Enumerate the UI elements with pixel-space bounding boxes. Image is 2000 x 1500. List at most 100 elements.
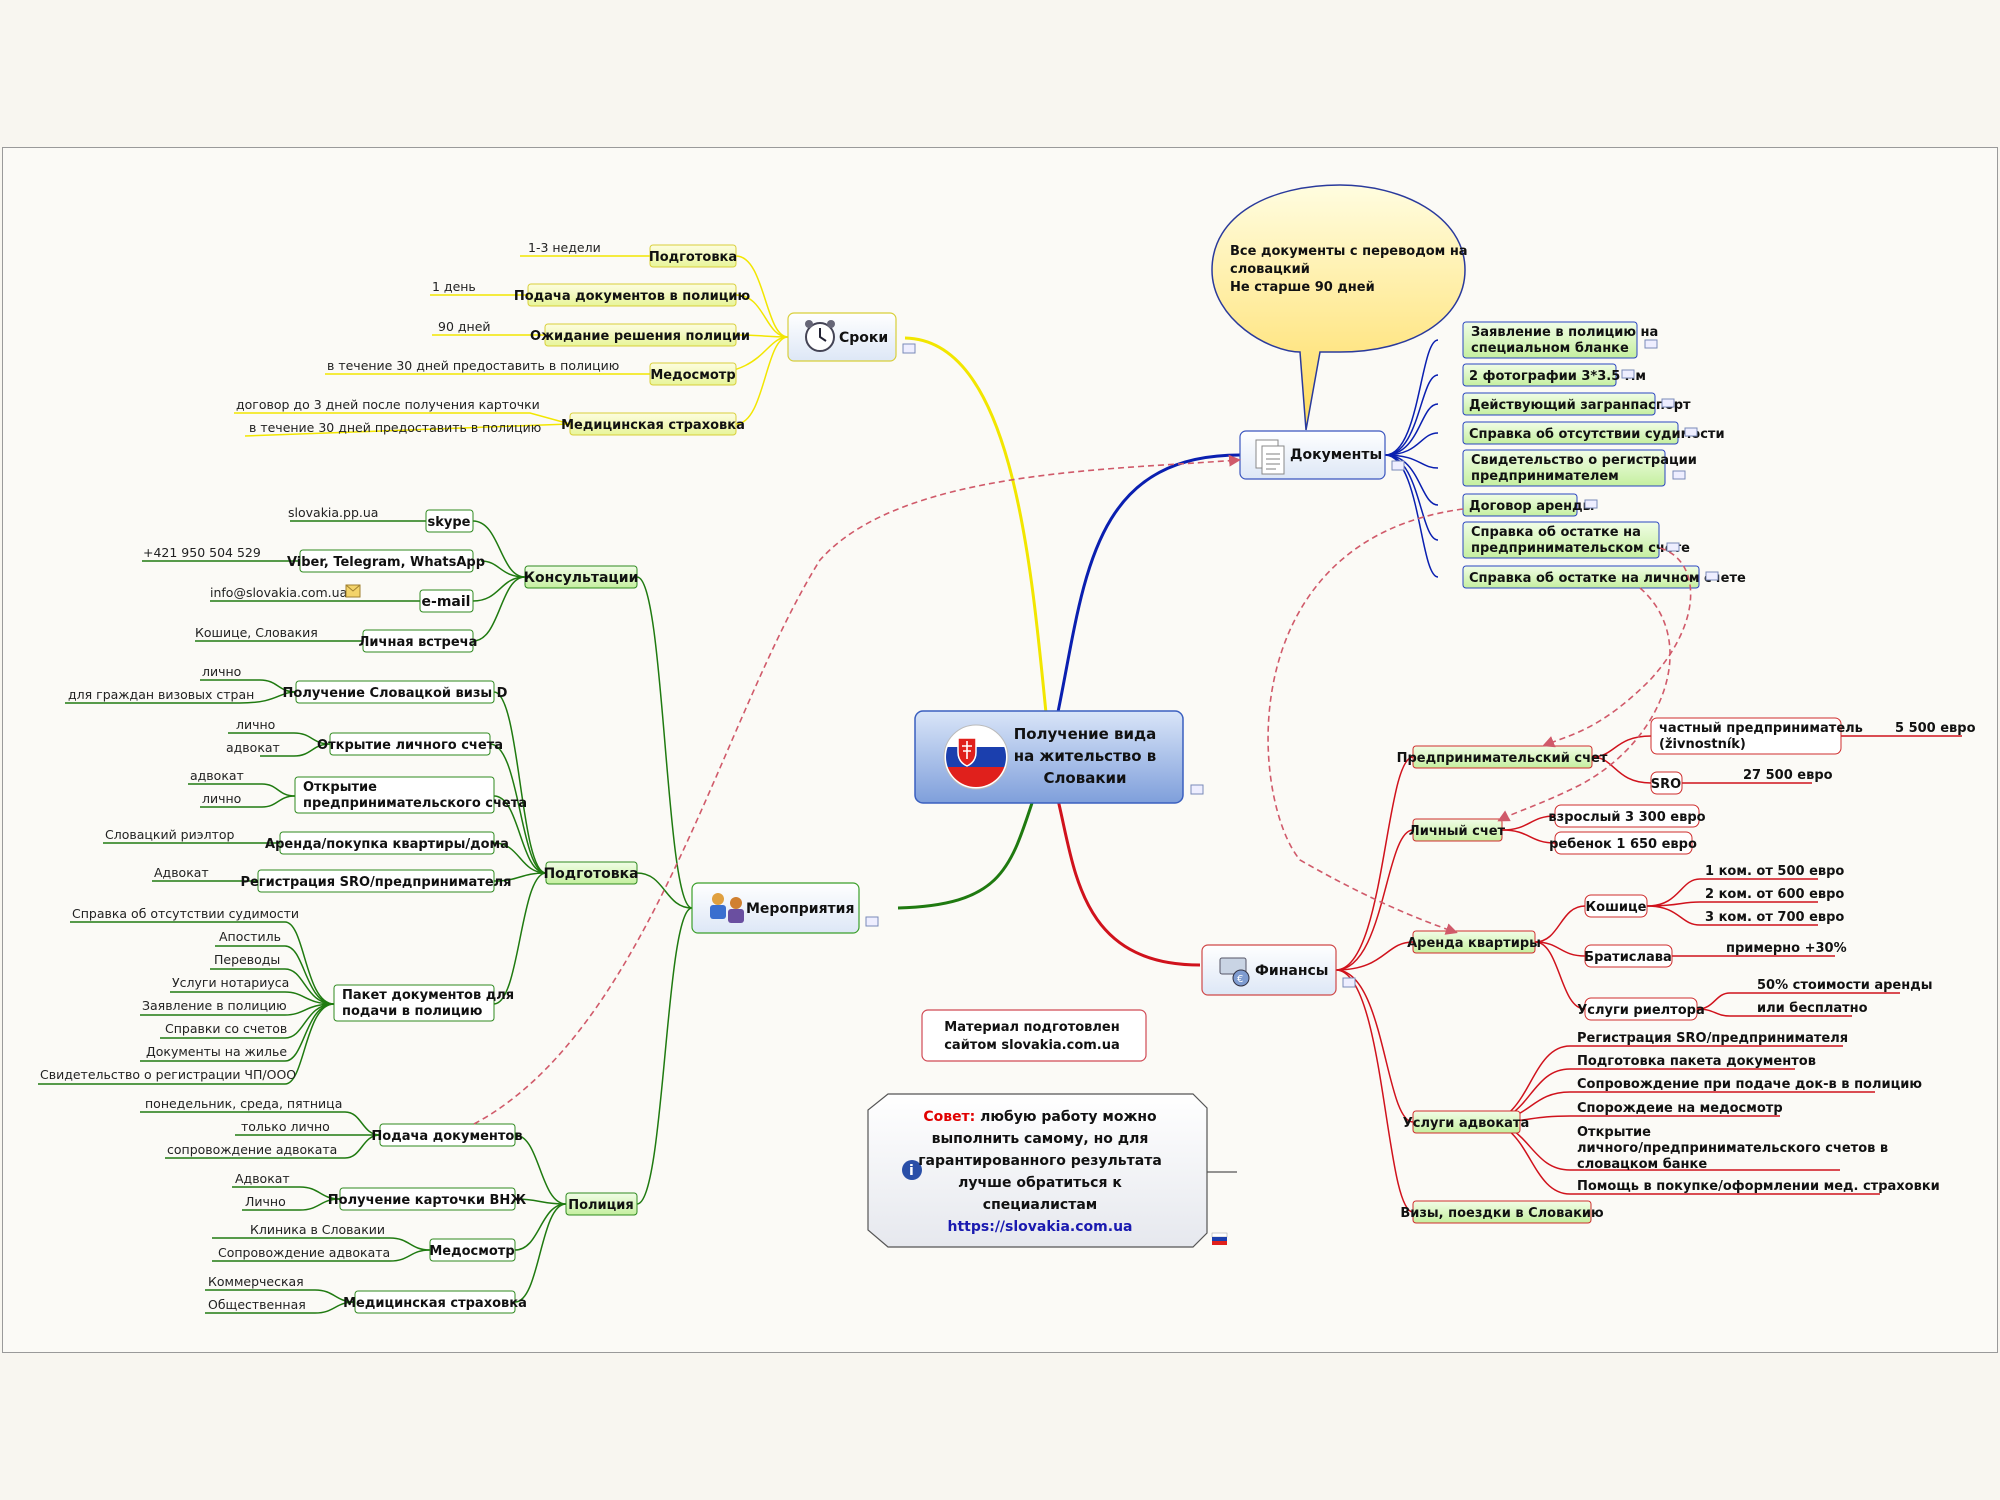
finansy-item[interactable]: Визы, поездки в Словакию <box>1400 1200 1604 1224</box>
package-note: Заявление в полицию <box>142 998 287 1013</box>
podgotovka-topic[interactable]: Подготовка <box>543 861 639 885</box>
dokumenty-item[interactable]: 2 фотографии 3*3.5 мм <box>1462 363 1646 387</box>
konsultacii-topic[interactable]: Консультации <box>524 565 639 589</box>
finansy-note-icon <box>1342 977 1356 988</box>
podgotovka-item-note: адвокат <box>190 768 244 783</box>
konsultacii-item-label: e-mail <box>422 594 471 610</box>
policiya-title: Полиция <box>568 1198 634 1213</box>
tip-box: i Совет: любую работу можно выполнить са… <box>867 1093 1237 1248</box>
dokumenty-item-label: Справка об остатке на личном счете <box>1469 571 1746 586</box>
dokumenty-item[interactable]: Свидетельство о регистрации предпринимат… <box>1462 449 1697 487</box>
policiya-item[interactable]: Получение карточки ВНЖ <box>328 1187 527 1211</box>
podgotovka-item[interactable]: Открытие предпринимательского счета <box>294 776 527 814</box>
dokumenty-item[interactable]: Действующий загранпаспорт <box>1462 392 1691 416</box>
policiya-item-note: сопровождение адвоката <box>167 1142 337 1157</box>
policiya-item-note: Лично <box>245 1194 286 1209</box>
policiya-item[interactable]: Подача документов <box>371 1123 523 1147</box>
podgotovka-item-label: Открытие <box>303 780 377 795</box>
meropriyatiya-title: Мероприятия <box>746 901 854 917</box>
sroki-item[interactable]: Ожидание решения полиции <box>530 323 750 347</box>
policiya-item[interactable]: Медосмотр <box>429 1238 516 1262</box>
finansy-sub-item[interactable]: частный предприниматель (živnostník) <box>1650 717 1863 755</box>
policiya-item-note: Адвокат <box>235 1171 290 1186</box>
finansy-sub-item[interactable]: Услуги риелтора <box>1577 997 1705 1021</box>
podgotovka-item[interactable]: Открытие личного счета <box>317 732 503 756</box>
sroki-topic[interactable]: Сроки <box>787 312 916 362</box>
central-topic[interactable]: Получение вида на жительство в Словакии <box>914 710 1204 804</box>
rent-note: примерно +30% <box>1726 941 1847 956</box>
podgotovka-item[interactable]: Пакет документов для подачи в полицию <box>333 984 514 1022</box>
package-note: Справки со счетов <box>165 1021 287 1036</box>
finansy-sub-item[interactable]: SRO <box>1650 771 1683 795</box>
relation-arrow <box>1497 587 1671 822</box>
sroki-item[interactable]: Медосмотр <box>649 362 737 386</box>
podgotovka-item-label: Пакет документов для <box>342 988 514 1003</box>
finansy-sub-label: взрослый 3 300 евро <box>1548 810 1705 825</box>
podgotovka-item-label: Регистрация SRO/предпринимателя <box>240 875 511 890</box>
dokumenty-item[interactable]: Заявление в полицию на специальном бланк… <box>1462 321 1658 359</box>
finansy-item[interactable]: Аренда квартиры <box>1407 930 1541 954</box>
podgotovka-item[interactable]: Аренда/покупка квартиры/дома <box>265 831 509 855</box>
podgotovka-item-note: для граждан визовых стран <box>68 687 254 702</box>
sroki-item[interactable]: Подготовка <box>649 244 737 268</box>
sroki-connectors <box>234 255 789 437</box>
finansy-item[interactable]: Предпринимательский счет <box>1397 745 1608 769</box>
sroki-item[interactable]: Подача документов в полицию <box>514 283 751 307</box>
podgotovka-item-label: Аренда/покупка квартиры/дома <box>265 837 509 852</box>
package-note: Апостиль <box>219 929 281 944</box>
finansy-sub-item[interactable]: Братислава <box>1584 944 1673 968</box>
konsultacii-title: Консультации <box>524 570 639 586</box>
mail-attachment-icon <box>345 584 361 598</box>
finansy-item[interactable]: Личный счет <box>1409 818 1506 842</box>
lawyer-note: Помощь в покупке/оформлении мед. страхов… <box>1577 1179 1940 1194</box>
dokumenty-item-label: Справка об остатке на <box>1471 525 1641 540</box>
note-icon <box>1661 398 1675 408</box>
podgotovka-item[interactable]: Получение Словацкой визы D <box>283 680 508 704</box>
konsultacii-item-note: +421 950 504 529 <box>143 545 261 560</box>
policiya-topic[interactable]: Полиция <box>565 1192 638 1216</box>
rent-note: 2 ком. от 600 евро <box>1705 887 1844 902</box>
sroki-item[interactable]: Медицинская страховка <box>561 412 745 436</box>
dokumenty-item[interactable]: Справка об остатке на личном счете <box>1462 565 1746 589</box>
note-icon <box>1666 542 1680 552</box>
policiya-item[interactable]: Медицинская страховка <box>343 1290 527 1314</box>
money-icon: € <box>1219 957 1250 987</box>
sroki-title: Сроки <box>839 330 888 346</box>
konsultacii-item[interactable]: e-mail <box>419 589 474 613</box>
konsultacii-item[interactable]: skype <box>425 509 474 533</box>
dokumenty-topic[interactable]: Документы <box>1239 430 1405 480</box>
relationship-arrows <box>473 454 1692 1125</box>
dokumenty-item[interactable]: Справка об отсутствии судимости <box>1462 421 1725 445</box>
tip-link[interactable]: https://slovakia.com.ua <box>948 1219 1133 1235</box>
dokumenty-item[interactable]: Справка об остатке на предпринимательско… <box>1462 521 1690 559</box>
podgotovka-item-note: Адвокат <box>154 865 209 880</box>
dokumenty-branch: Документы Заявление в полицию на специал… <box>1239 321 1746 589</box>
dokumenty-item-label: 2 фотографии 3*3.5 мм <box>1469 369 1646 384</box>
branch-sroki-line <box>904 336 1048 714</box>
note-icon <box>1621 369 1635 379</box>
note-icon <box>1705 571 1719 581</box>
dokumenty-item[interactable]: Договор аренды <box>1462 493 1594 517</box>
policiya-item-label: Получение карточки ВНЖ <box>328 1193 527 1208</box>
konsultacii-item[interactable]: Viber, Telegram, WhatsApp <box>287 549 485 573</box>
sroki-item-note: 1-3 недели <box>528 240 601 255</box>
tip-line-3: гарантированного результата <box>918 1153 1162 1169</box>
dokumenty-item-label: Действующий загранпаспорт <box>1469 398 1691 413</box>
finansy-sub-item[interactable]: Кошице <box>1584 894 1648 918</box>
konsultacii-item[interactable]: Личная встреча <box>359 629 478 653</box>
finansy-sub-item[interactable]: взрослый 3 300 евро <box>1548 804 1706 828</box>
podgotovka-item[interactable]: Регистрация SRO/предпринимателя <box>240 869 512 893</box>
finansy-topic[interactable]: € Финансы <box>1201 944 1356 996</box>
finansy-item[interactable]: Услуги адвоката <box>1403 1110 1529 1134</box>
meropriyatiya-note-icon <box>865 916 879 927</box>
central-title-line-3: Словакии <box>1043 769 1126 787</box>
sroki-item-note: в течение 30 дней предоставить в полицию <box>249 420 541 435</box>
sroki-item-note: 1 день <box>432 279 476 294</box>
finansy-item-label: Личный счет <box>1409 824 1506 839</box>
svg-text:i: i <box>909 1163 914 1179</box>
meropriyatiya-topic[interactable]: Мероприятия <box>691 882 879 934</box>
finansy-sub-item[interactable]: ребенок 1 650 евро <box>1549 831 1697 855</box>
tip-line-1-rest: любую работу можно <box>980 1109 1157 1125</box>
lawyer-note: словацком банке <box>1577 1157 1707 1172</box>
